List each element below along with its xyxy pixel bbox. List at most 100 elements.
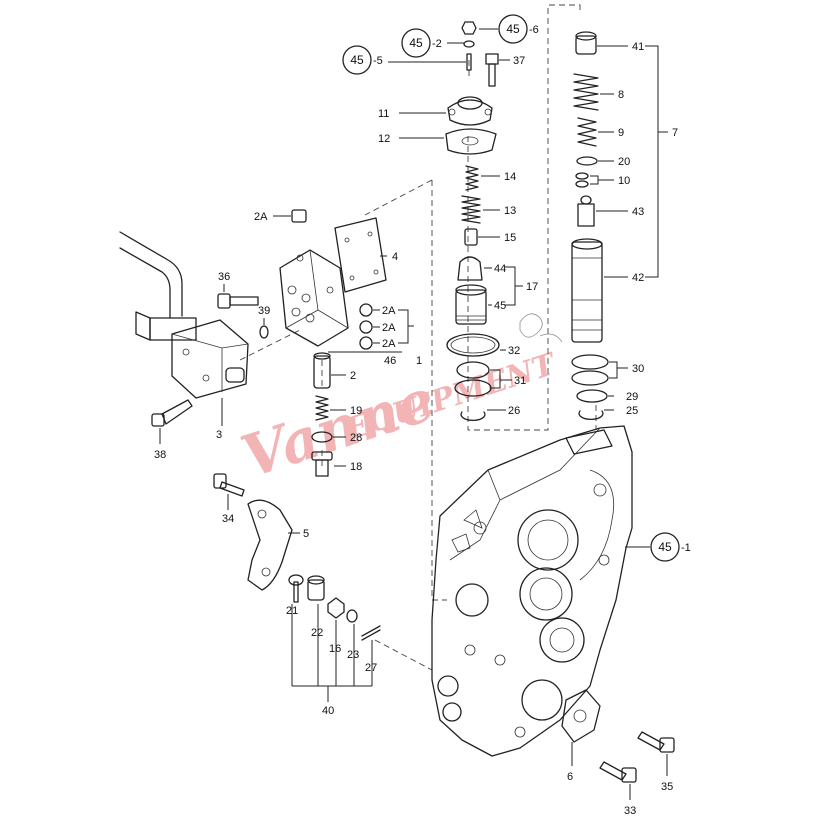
plug-2a-top	[273, 209, 307, 223]
label-19: 19	[350, 405, 362, 417]
label-42: 42	[632, 272, 644, 284]
label-18: 18	[350, 461, 362, 473]
label-29: 29	[626, 391, 638, 403]
label-40: 40	[322, 705, 334, 717]
svg-text:45: 45	[658, 540, 672, 554]
label-2a-c: 2A	[382, 338, 396, 350]
spring-14	[465, 165, 500, 191]
bolt-36	[217, 284, 259, 309]
label-22: 22	[311, 627, 323, 639]
bushing-22	[307, 575, 325, 601]
label-7: 7	[672, 127, 678, 139]
bracket-40	[291, 604, 373, 702]
label-16: 16	[329, 643, 341, 655]
bracket-17	[505, 266, 523, 306]
pin-15	[464, 228, 500, 246]
plugs-2a	[359, 303, 414, 350]
washer-20	[576, 156, 614, 166]
label-15: 15	[504, 232, 516, 244]
plunger-43	[577, 195, 628, 227]
washers-10	[575, 172, 614, 188]
cover-11	[399, 96, 493, 126]
watermark: Vanne EQUIPMENT	[233, 313, 563, 491]
spring-8	[573, 73, 614, 111]
callout-45-5: 45 -5	[342, 45, 466, 75]
label-2: 2	[350, 370, 356, 382]
housing-45-1	[431, 425, 633, 757]
label-36: 36	[218, 271, 230, 283]
cap-41	[575, 31, 628, 55]
nut-16	[327, 597, 345, 619]
bolt-35	[637, 731, 675, 776]
piston-2	[313, 352, 346, 389]
callout-45-1: 45 -1	[625, 532, 691, 562]
label-33: 33	[624, 805, 636, 817]
pin-45-5	[466, 53, 472, 71]
sleeve-45	[455, 284, 492, 325]
oring-39	[259, 318, 269, 339]
oring-29	[576, 389, 614, 403]
solenoid-3	[119, 231, 249, 426]
cover-plate-6	[561, 689, 601, 766]
part-labels: 41 37 11 12 8 9 7 20 10 14 13 43 15 2A 4…	[154, 41, 678, 817]
svg-text:-1: -1	[681, 542, 691, 554]
svg-text:45: 45	[409, 36, 423, 50]
callout-45-2: 45 -2	[401, 28, 464, 58]
spring-9	[577, 117, 614, 147]
nut-45-6	[461, 21, 477, 35]
snap-ring-26	[460, 409, 506, 422]
label-17: 17	[526, 281, 538, 293]
assembly-guides	[239, 4, 597, 671]
label-25: 25	[626, 405, 638, 417]
orings-30	[571, 354, 628, 386]
label-2a-b: 2A	[382, 322, 396, 334]
label-9: 9	[618, 127, 624, 139]
label-30: 30	[632, 363, 644, 375]
label-12: 12	[378, 133, 390, 145]
label-45: 45	[494, 300, 506, 312]
gasket-12	[399, 128, 497, 155]
callout-45-6: 45 -6	[479, 14, 539, 44]
label-28: 28	[350, 432, 362, 444]
label-21: 21	[286, 605, 298, 617]
label-39: 39	[258, 305, 270, 317]
label-31: 31	[514, 375, 526, 387]
label-27: 27	[365, 662, 377, 674]
svg-text:-2: -2	[432, 38, 442, 50]
bracket-7	[645, 45, 668, 278]
label-10: 10	[618, 175, 630, 187]
spool-42	[571, 238, 628, 343]
svg-text:-6: -6	[529, 24, 539, 36]
label-2a-a: 2A	[382, 305, 396, 317]
label-5: 5	[303, 528, 309, 540]
label-32: 32	[508, 345, 520, 357]
label-26: 26	[508, 405, 520, 417]
label-13: 13	[504, 205, 516, 217]
svg-text:45: 45	[506, 22, 520, 36]
label-23: 23	[347, 649, 359, 661]
label-1: 1	[416, 355, 422, 367]
bracket-5	[247, 499, 300, 591]
washer-23	[346, 609, 358, 623]
label-38: 38	[154, 449, 166, 461]
gasket-4	[334, 217, 387, 293]
bolt-37	[485, 53, 510, 87]
spring-19	[315, 395, 346, 421]
svg-text:-5: -5	[373, 55, 383, 67]
label-44: 44	[494, 263, 506, 275]
label-37: 37	[513, 55, 525, 67]
label-34: 34	[222, 513, 234, 525]
label-3: 3	[216, 429, 222, 441]
label-35: 35	[661, 781, 673, 793]
label-41: 41	[632, 41, 644, 53]
valve-body-1	[279, 249, 402, 353]
washer-45-2	[463, 40, 475, 48]
snap-ring-25	[578, 409, 614, 421]
spring-13	[461, 195, 500, 224]
label-4: 4	[392, 251, 398, 263]
plug-18	[311, 451, 346, 477]
label-8: 8	[618, 89, 624, 101]
watermark-flourish	[519, 313, 563, 343]
bolt-34	[213, 473, 245, 510]
